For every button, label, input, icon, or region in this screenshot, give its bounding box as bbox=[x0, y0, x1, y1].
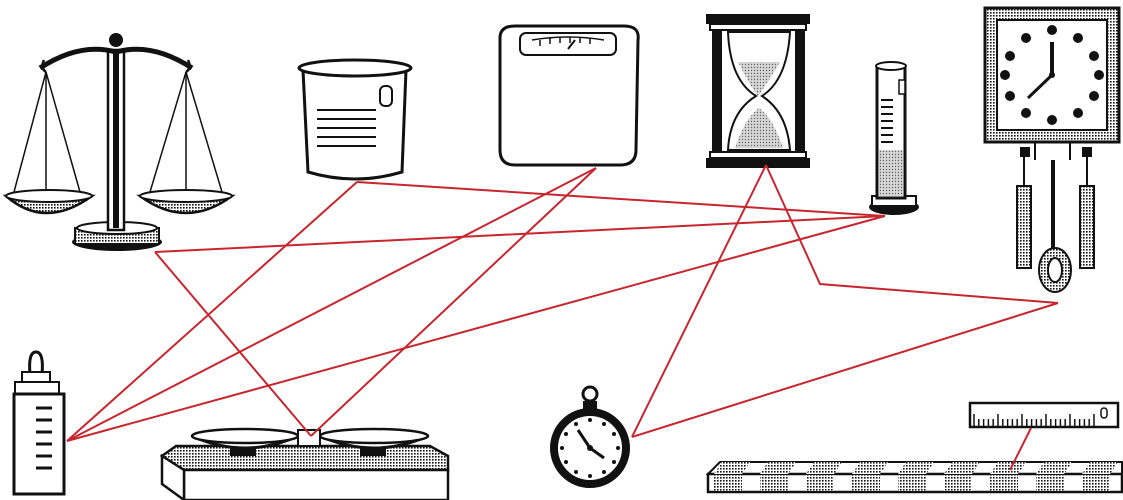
pendulum-clock-icon[interactable] bbox=[985, 8, 1119, 292]
kitchen-scale-icon[interactable] bbox=[162, 429, 448, 500]
hourglass-icon[interactable] bbox=[706, 14, 810, 168]
connector-measuring-beaker-to-graduated-cylinder bbox=[357, 182, 885, 216]
connector-hourglass-to-pocket-watch bbox=[632, 165, 766, 437]
connector-balance-scale-to-kitchen-scale bbox=[155, 252, 311, 436]
balance-scale-icon[interactable] bbox=[6, 33, 232, 251]
connector-bathroom-scale-to-baby-bottle bbox=[67, 168, 596, 441]
ruler-icon[interactable] bbox=[970, 403, 1118, 427]
connector-bathroom-scale-to-kitchen-scale bbox=[311, 168, 596, 436]
measuring-rod-icon[interactable] bbox=[708, 462, 1122, 492]
beaker-icon[interactable] bbox=[299, 60, 411, 179]
baby-bottle-icon[interactable] bbox=[14, 352, 64, 494]
connector-hourglass-to-pendulum-clock bbox=[766, 165, 1058, 303]
graduated-cylinder-icon[interactable] bbox=[869, 62, 919, 215]
bathroom-scale-icon[interactable] bbox=[500, 26, 638, 165]
pocket-watch-icon[interactable] bbox=[550, 387, 630, 488]
